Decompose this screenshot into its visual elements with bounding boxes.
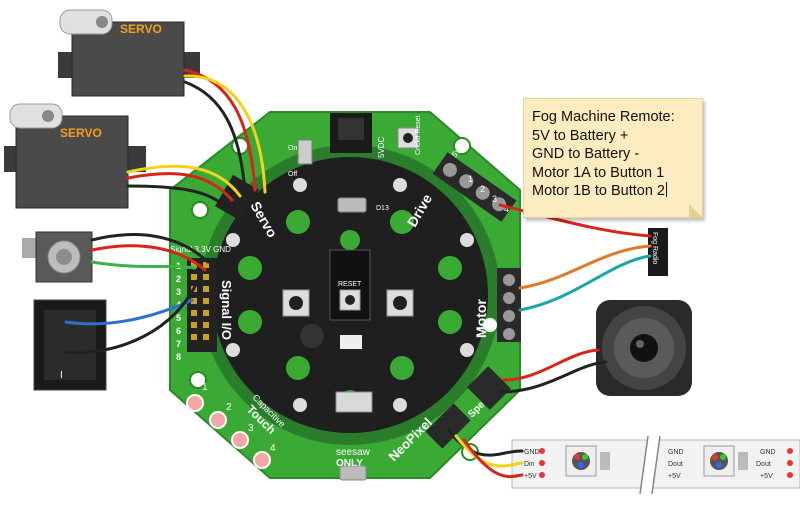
signal-header-label: Signal 3.3V GND [170,245,231,254]
drive-pin-4: 4 [504,204,509,214]
wire-servo-bottom-yellow [126,164,242,198]
touch-pin-4: 4 [270,443,276,454]
signal-pin-8: 8 [176,352,181,362]
wire-motor-cyan [518,254,652,312]
signal-pin-5: 5 [176,313,181,323]
strip-right-dout-2: Dout [756,461,771,468]
drive-pin-1: 1 [468,174,473,184]
motor-label: Motor [473,299,489,338]
wire-motor-orange [518,244,652,290]
strip-right-5v: +5V [668,473,681,480]
servo-header [215,174,259,222]
wire-pot-black [90,233,210,264]
wire-pot-green [90,260,197,270]
wire-speaker-red [502,348,600,382]
neopixel-terminal [425,403,471,449]
on-label: On [288,145,297,152]
drive-pin-3: 3 [492,194,497,204]
wire-neo-yellow [454,434,524,468]
strip-left-gnd: GND [524,449,540,456]
wire-drive-red [498,203,652,238]
signal-pin-2: 2 [176,274,181,284]
speaker-terminal [467,366,511,410]
motor-pin-1: 1 [524,292,529,302]
wire-pot-red [90,244,207,272]
fog-radio-label: Fog Radio [651,232,658,264]
crickit-reset-label: Crickit Reset [415,115,422,155]
touch-pin-2: 2 [226,402,232,413]
crickit-board [169,111,521,481]
wire-servo-top-red [183,68,257,192]
signal-pin-3: 3 [176,287,181,297]
only-label: ONLY [336,458,363,469]
note-line-5-text: Motor 1B to Button 2 [532,183,665,199]
servo-bottom-label: SERVO [60,126,102,140]
wire-servo-top-black [183,80,247,194]
strip-right-gnd-2: GND [760,449,776,456]
seesaw-label: seesaw [336,447,371,458]
off-label: Off [288,171,297,178]
note-fold [689,204,703,218]
signal-pin-6: 6 [176,326,181,336]
rocker-switch: I [33,299,107,391]
d13-label: D13 [376,205,389,212]
touch-pads [186,394,271,469]
svg-text:I: I [60,370,63,381]
speaker [596,300,692,396]
reset-label: RESET [338,281,362,288]
wire-servo-bottom-red [126,172,234,202]
note-line-5: Motor 1B to Button 2 [532,182,675,201]
signal-io-label: Signal I/O [219,280,234,340]
touch-pin-3: 3 [248,423,254,434]
servo-top [58,9,200,97]
strip-right-5v-2: +5V [760,473,773,480]
drive-terminal [432,152,517,222]
wire-servo-bottom-black [126,184,226,208]
servo-top-label: SERVO [120,22,162,36]
motor-pin-2: 2 [524,324,529,334]
strip-right-gnd: GND [668,449,684,456]
note-line-4: Motor 1A to Button 1 [532,164,665,181]
servo-bottom [4,103,146,209]
5vdc-label: 5VDC [377,136,386,158]
note-card: Fog Machine Remote: 5V to Battery + GND … [523,98,703,218]
fog-radio-module [648,228,668,276]
wire-speaker-black [498,360,608,394]
touch-pin-1: 1 [202,382,208,393]
signal-header [187,258,217,352]
note-line-2: 5V to Battery + [532,127,629,144]
strip-right-dout: Dout [668,461,683,468]
wire-neo-red [462,438,524,479]
neopixel-strip [511,435,800,495]
drive-pin-2: 2 [480,184,485,194]
strip-left-5v: +5V [524,473,537,480]
potentiometer [22,231,93,283]
wire-switch-black [64,278,200,354]
note-line-3: GND to Battery - [532,146,640,162]
note-line-1: Fog Machine Remote: [532,109,675,125]
wire-servo-top-yellow [183,74,267,194]
strip-left-din: Din [524,461,535,468]
signal-pin-7: 7 [176,339,181,349]
motor-terminal [497,268,521,342]
text-caret [666,182,667,197]
wires [64,68,652,479]
